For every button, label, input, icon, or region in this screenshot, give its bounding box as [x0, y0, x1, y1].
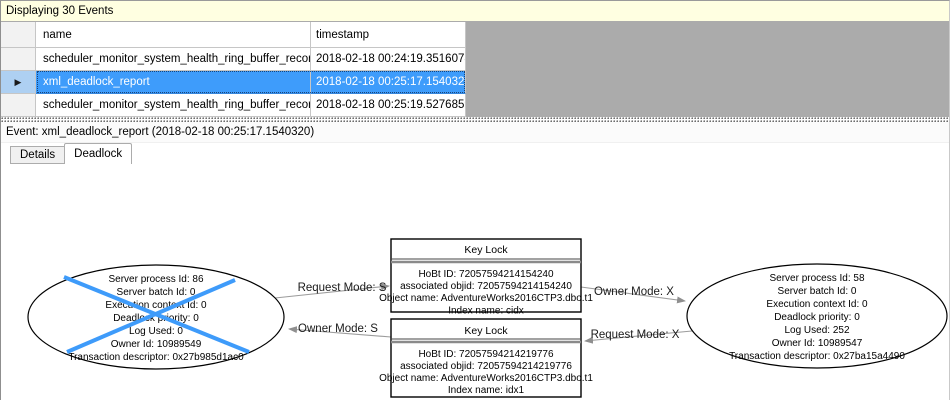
process-text: Deadlock priority: 0: [774, 312, 860, 323]
process-node-right[interactable]: Server process Id: 58 Server batch Id: 0…: [686, 263, 948, 369]
resource-text: associated objid: 72057594214219776: [400, 361, 572, 372]
resource-text: Index name: idx1: [448, 385, 525, 396]
timestamp-cell[interactable]: 2018-02-18 00:25:19.5276859: [311, 94, 466, 117]
horizontal-splitter[interactable]: [1, 117, 949, 122]
edge-request-x: [584, 330, 693, 344]
resource-text: Index name: cidx: [448, 306, 524, 317]
process-text: Log Used: 0: [129, 326, 183, 337]
resource-text: Object name: AdventureWorks2016CTP3.dbo.…: [379, 373, 593, 384]
process-text: Server process Id: 58: [769, 273, 864, 284]
process-node-left[interactable]: Server process Id: 86 Server batch Id: 0…: [27, 264, 285, 370]
name-cell[interactable]: xml_deadlock_report: [36, 71, 311, 94]
tab-strip: Details Deadlock: [1, 143, 949, 164]
row-selector[interactable]: [1, 94, 36, 117]
event-summary-text: Event: xml_deadlock_report (2018-02-18 0…: [6, 126, 315, 138]
tab-deadlock[interactable]: Deadlock: [64, 143, 133, 164]
process-text: Deadlock priority: 0: [113, 313, 199, 324]
deadlock-graph: Server process Id: 86 Server batch Id: 0…: [27, 238, 948, 398]
events-grid: name timestamp scheduler_monitor_system_…: [1, 22, 949, 117]
events-count-text: Displaying 30 Events: [6, 5, 114, 17]
name-cell[interactable]: scheduler_monitor_system_health_ring_buf…: [36, 94, 311, 117]
name-cell[interactable]: scheduler_monitor_system_health_ring_buf…: [36, 48, 311, 71]
edge-label-request-x: Request Mode: X: [591, 329, 680, 341]
resource-title: Key Lock: [464, 244, 508, 256]
resource-title: Key Lock: [464, 325, 508, 337]
grid-header-row: name timestamp: [1, 22, 466, 48]
process-text: Server batch Id: 0: [117, 287, 196, 298]
edge-request-s: [274, 283, 390, 299]
current-row-arrow-icon: ▶: [14, 76, 22, 87]
event-summary-bar: Event: xml_deadlock_report (2018-02-18 0…: [1, 122, 949, 143]
process-text: Log Used: 252: [784, 325, 849, 336]
timestamp-cell[interactable]: 2018-02-18 00:25:17.1540320: [311, 71, 466, 94]
victim-cross-icon: [66, 278, 236, 354]
table-row[interactable]: scheduler_monitor_system_health_ring_buf…: [1, 94, 466, 117]
process-text: Transaction descriptor: 0x27b985d1ac0: [68, 352, 244, 363]
resource-node-top[interactable]: Key Lock HoBt ID: 72057594214154240 asso…: [379, 238, 593, 317]
process-text: Execution context Id: 0: [766, 299, 868, 310]
table-row[interactable]: scheduler_monitor_system_health_ring_buf…: [1, 48, 466, 71]
resource-text: Object name: AdventureWorks2016CTP3.dbo.…: [379, 293, 593, 304]
edge-label-request-s: Request Mode: S: [298, 282, 387, 294]
edge-owner-x: [580, 286, 686, 304]
resource-text: HoBt ID: 72057594214154240: [418, 269, 554, 280]
events-count-banner: Displaying 30 Events: [1, 1, 949, 22]
process-text: Owner Id: 10989547: [772, 338, 863, 349]
edge-owner-s: [288, 326, 392, 338]
resource-text: associated objid: 72057594214154240: [400, 281, 572, 292]
process-text: Owner Id: 10989549: [111, 339, 202, 350]
process-text: Execution context Id: 0: [105, 300, 207, 311]
tab-details[interactable]: Details: [10, 146, 65, 164]
column-header-timestamp[interactable]: timestamp: [311, 22, 466, 48]
deadlock-graph-pane: Server process Id: 86 Server batch Id: 0…: [1, 164, 949, 400]
edge-label-owner-s: Owner Mode: S: [298, 323, 378, 335]
process-text: Server batch Id: 0: [778, 286, 857, 297]
resource-node-bottom[interactable]: Key Lock HoBt ID: 72057594214219776 asso…: [379, 318, 593, 398]
column-header-name[interactable]: name: [36, 22, 311, 48]
edge-label-owner-x: Owner Mode: X: [594, 286, 674, 298]
timestamp-cell[interactable]: 2018-02-18 00:24:19.3516078: [311, 48, 466, 71]
row-selector-header[interactable]: [1, 22, 36, 48]
table-row-selected[interactable]: ▶ xml_deadlock_report 2018-02-18 00:25:1…: [1, 71, 466, 94]
resource-text: HoBt ID: 72057594214219776: [418, 349, 554, 360]
process-text: Server process Id: 86: [108, 274, 203, 285]
row-selector[interactable]: [1, 48, 36, 71]
row-selector[interactable]: ▶: [1, 71, 36, 94]
process-text: Transaction descriptor: 0x27ba15a4490: [729, 351, 905, 362]
